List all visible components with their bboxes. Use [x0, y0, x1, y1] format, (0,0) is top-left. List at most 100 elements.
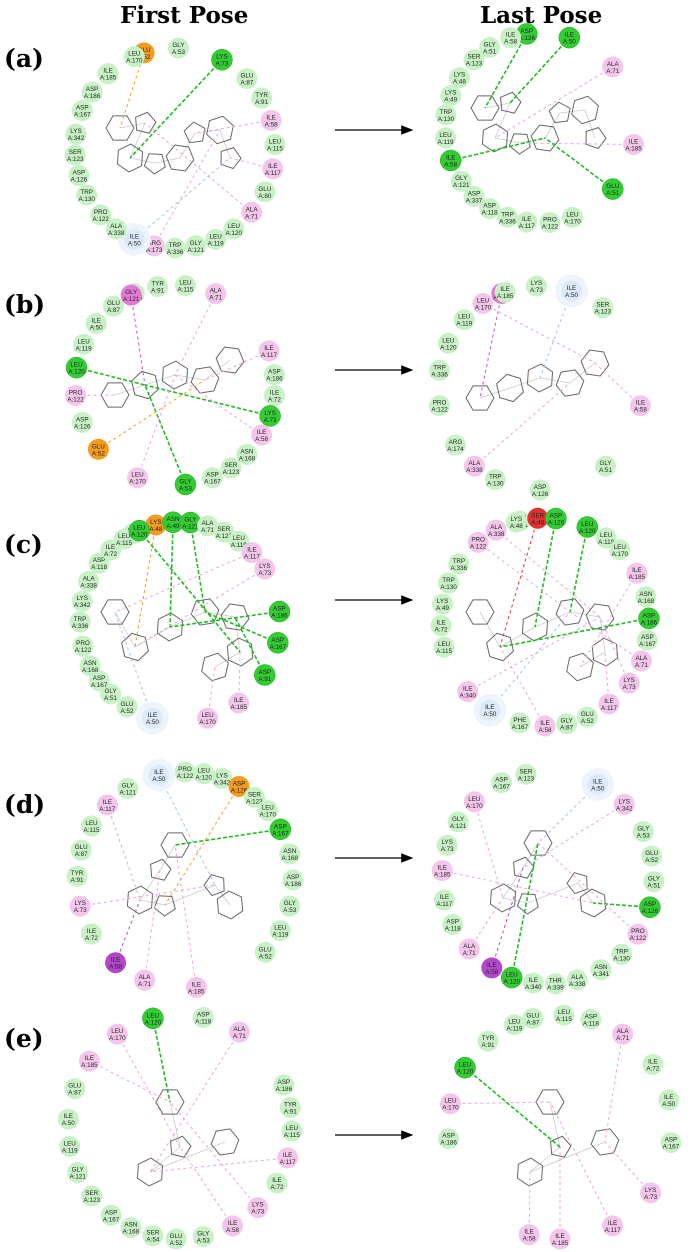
ligand-ring: [516, 1157, 544, 1187]
residue-name: ARG: [449, 439, 463, 446]
interaction-line-pialkyl: [116, 1033, 181, 1148]
residue-number: A:91: [255, 99, 268, 106]
residue-circle: [279, 1097, 301, 1119]
residue-circle: [458, 938, 480, 960]
residue-circle: [128, 519, 151, 542]
residue-number: A:123: [84, 1197, 101, 1204]
residue-number: A:173: [146, 247, 163, 254]
residue-number: A:126: [532, 491, 549, 498]
residue-circle: [134, 969, 156, 991]
residue-name: GLU: [645, 850, 658, 857]
residue-number: A:168: [638, 598, 655, 605]
residue-number: A:58: [634, 407, 647, 414]
residue-number: A:71: [209, 295, 222, 302]
residue-circle: [525, 275, 547, 297]
residue-number: A:123: [518, 775, 535, 782]
residue-number: A:87: [68, 1090, 81, 1097]
residue-name: ASP: [446, 918, 459, 925]
residue-name: LEU: [274, 925, 287, 932]
residue-name: GLY: [190, 240, 203, 247]
residue-circle: [263, 364, 285, 386]
residue-circle: [241, 201, 263, 223]
residue-name: ILE: [154, 769, 163, 776]
residue-number: A:49: [436, 605, 449, 612]
residue-number: A:119: [62, 1147, 78, 1154]
residue-name: LEU: [506, 972, 519, 979]
residue-number: A:123: [216, 533, 233, 540]
residue-circle: [78, 570, 100, 592]
residue-name: LYS: [150, 519, 161, 526]
residue-number: A:120: [196, 775, 213, 782]
interaction-line-pialkyl: [179, 1146, 233, 1227]
residue-name: LYS: [441, 839, 452, 846]
residue-circle: [68, 165, 90, 187]
residue-circle: [447, 811, 469, 833]
residue-name: TYR: [71, 870, 84, 877]
interaction-line-pialkyl: [549, 1101, 614, 1227]
residue-number: A:120: [145, 1019, 162, 1026]
residue-name: ASP: [73, 170, 86, 177]
interaction-line-pialkyl: [149, 1157, 288, 1173]
residue-name: ALA: [468, 460, 481, 467]
residue-number: A:170: [126, 58, 143, 65]
residue-name: ASP: [233, 780, 246, 787]
residue-number: A:119: [506, 1026, 522, 1033]
residue-circle: [522, 1007, 544, 1029]
ligand-ring: [155, 1089, 185, 1115]
interaction-line-hbond: [234, 616, 266, 676]
residue-number: A:58: [226, 1227, 239, 1234]
residue-circle: [484, 469, 506, 491]
ligand-ring: [513, 856, 535, 879]
residue-name: ASP: [520, 28, 533, 35]
residue-number: A:120: [457, 1069, 474, 1076]
residue-number: A:73: [264, 417, 277, 424]
residue-circle: [66, 865, 88, 887]
residue-circle: [201, 467, 223, 489]
residue-name: ILE: [446, 154, 455, 161]
residue-number: A:50: [565, 292, 578, 299]
residue-number: A:170: [612, 551, 629, 558]
residue-number: A:340: [525, 984, 542, 991]
residue-name: LEU: [286, 1125, 299, 1132]
residue-number: A:87: [526, 1019, 539, 1026]
residue-circle: [65, 356, 88, 379]
residue-number: A:340: [459, 693, 476, 700]
residue-name: ILE: [270, 389, 279, 396]
interaction-line-hbond: [544, 137, 614, 190]
interaction-line-unfav: [499, 518, 539, 648]
residue-number: A:58: [485, 969, 498, 976]
residue-number: A:126: [519, 35, 536, 42]
residue-circle: [558, 26, 581, 49]
residue-name: GLY: [599, 460, 612, 467]
residue-number: A:115: [556, 1016, 572, 1023]
ligand-ring: [523, 830, 553, 856]
residue-number: A:91: [258, 676, 271, 683]
residue-name: ALA: [635, 655, 648, 662]
residue-circle: [164, 237, 186, 259]
residue-number: A:118: [482, 210, 498, 217]
residue-name: LEU: [111, 1028, 124, 1035]
